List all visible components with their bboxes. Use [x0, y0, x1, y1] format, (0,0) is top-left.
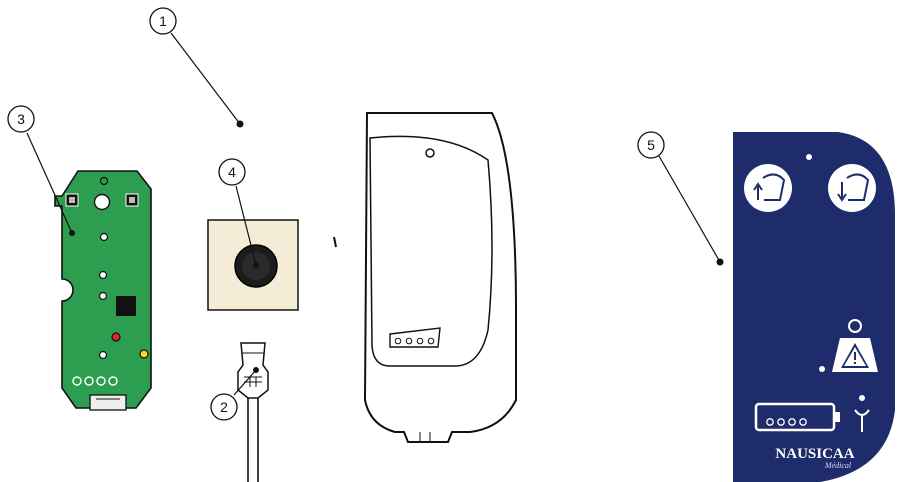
svg-text:1: 1: [159, 13, 167, 29]
svg-text:5: 5: [647, 137, 655, 153]
stray-mark: [334, 237, 336, 247]
svg-text:4: 4: [228, 164, 236, 180]
callout-1: 1: [150, 8, 176, 34]
svg-text:2: 2: [220, 399, 228, 415]
pcb-board: [55, 171, 151, 410]
panel-brand: NAUSICAA: [775, 446, 854, 462]
control-panel-overlay: NAUSICAA Médical: [733, 132, 895, 482]
svg-text:3: 3: [17, 111, 25, 127]
cable-connector: [238, 343, 268, 482]
callout-4: 4: [219, 159, 245, 185]
callout-2: 2: [211, 394, 237, 420]
panel-dot: [806, 154, 812, 160]
panel-dot: [819, 366, 825, 372]
callout-3: 3: [8, 106, 34, 132]
callout-5: 5: [638, 132, 664, 158]
panel-subbrand: Médical: [824, 461, 852, 470]
tilt-up-button[interactable]: [744, 164, 792, 212]
main-housing: [365, 113, 516, 442]
tilt-down-button[interactable]: [828, 164, 876, 212]
